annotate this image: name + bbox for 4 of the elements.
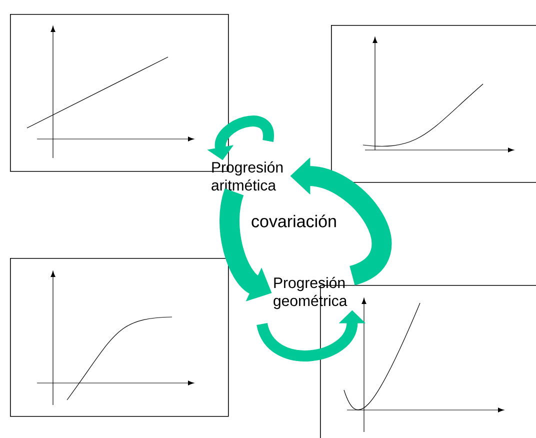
node-label: Progresión aritmética: [212, 161, 283, 191]
graph-box: [10, 258, 229, 417]
label: covariación: [252, 214, 336, 228]
graph-box: [331, 25, 536, 183]
